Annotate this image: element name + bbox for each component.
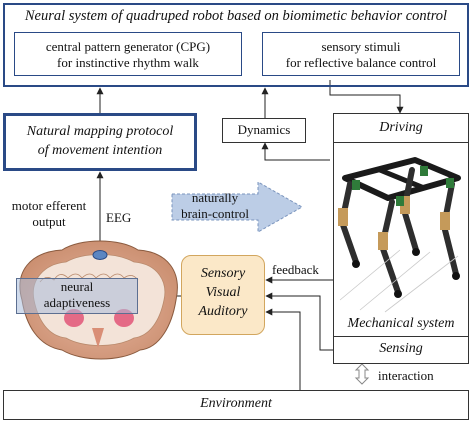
motor-output-line1: motor efferent <box>11 198 87 213</box>
mechanical-system-label: Mechanical system <box>347 316 455 331</box>
arrow-environment-to-sensory <box>265 308 301 390</box>
auditory-label: Auditory <box>198 304 248 319</box>
eeg-electrode-icon <box>92 250 108 260</box>
interaction-label: interaction <box>378 368 434 383</box>
feedback-label: feedback <box>272 262 319 277</box>
neural-system-title: Neural system of quadruped robot based o… <box>24 8 448 24</box>
visual-label: Visual <box>205 285 241 300</box>
arrow-robot-to-dynamics <box>261 142 330 161</box>
sensing-box <box>333 336 469 364</box>
cpg-label-line1: central pattern generator (CPG) <box>45 39 211 54</box>
cpg-label-line2: for instinctive rhythm walk <box>57 55 199 70</box>
mapping-line2: of movement intention <box>37 143 163 158</box>
quadruped-robot-icon <box>338 157 461 313</box>
environment-box <box>3 390 469 420</box>
dynamics-label: Dynamics <box>237 122 291 137</box>
neural-adaptiveness-line2: adaptiveness <box>43 295 111 310</box>
eeg-label: EEG <box>106 210 132 225</box>
mapping-line1: Natural mapping protocol <box>26 124 174 139</box>
neural-adaptiveness-line1: neural <box>60 279 94 294</box>
sensory-stimuli-box <box>262 32 460 76</box>
sensory-visual-auditory-box <box>181 255 265 335</box>
sensing-label: Sensing <box>379 341 423 356</box>
dynamics-box <box>222 118 306 143</box>
driving-label: Driving <box>379 120 423 135</box>
environment-label: Environment <box>200 396 272 411</box>
brain-control-line1: naturally <box>191 190 239 205</box>
interaction-arrow-icon <box>354 363 370 385</box>
mapping-protocol-box <box>3 113 197 171</box>
neural-adaptiveness-box <box>16 278 138 314</box>
arrow-neural-to-driving <box>329 80 404 114</box>
cpg-box <box>14 32 242 76</box>
neural-system-box <box>3 3 469 87</box>
motor-output-line2: output <box>32 214 66 229</box>
mechanical-system-box <box>333 113 469 337</box>
sensory-stimuli-line1: sensory stimuli <box>321 39 401 54</box>
sensory-label: Sensory <box>200 266 246 281</box>
brain-control-arrow <box>171 181 304 233</box>
driving-header <box>333 113 469 143</box>
sensory-stimuli-line2: for reflective balance control <box>285 55 437 70</box>
arrow-sensing-to-sensory <box>265 292 333 351</box>
brain-control-line2: brain-control <box>181 206 249 221</box>
